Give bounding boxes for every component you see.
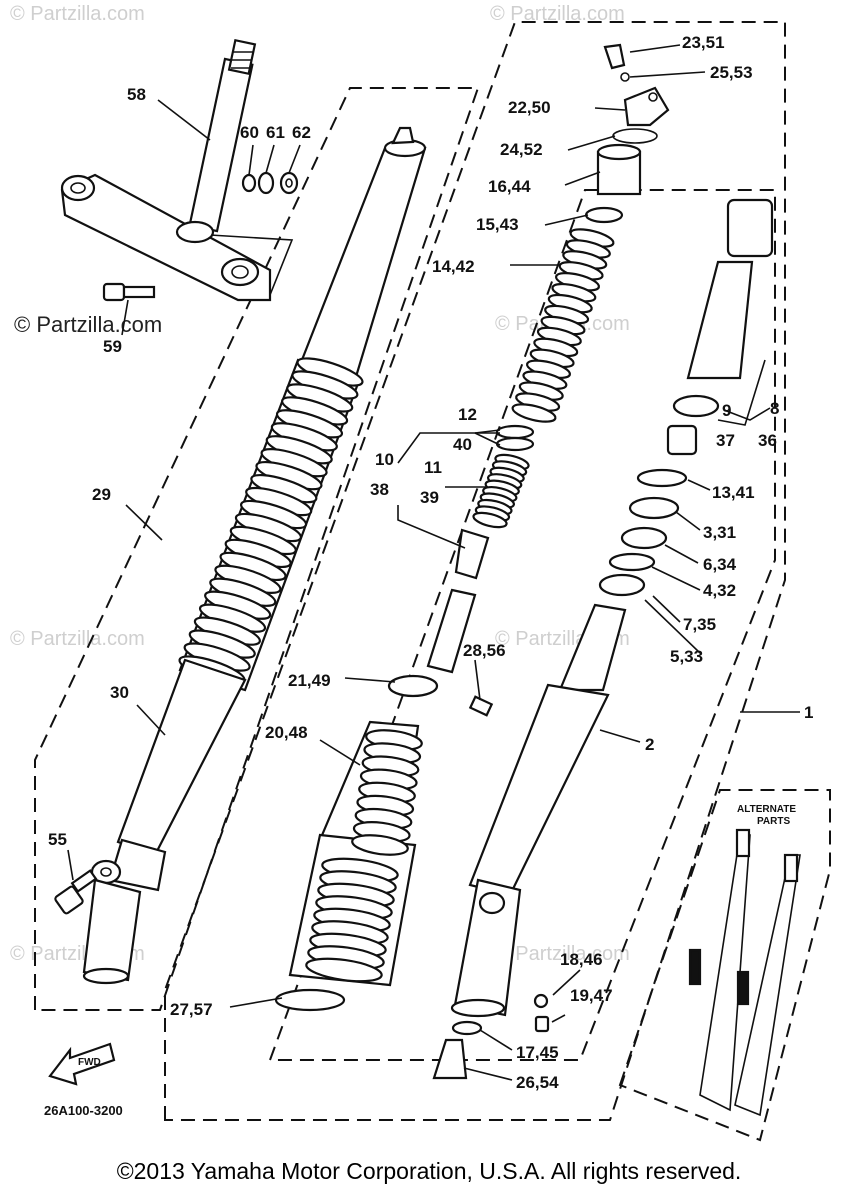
fwd-arrow-icon: FWD <box>48 1042 116 1086</box>
callout-10: 10 <box>375 450 394 469</box>
callout-3-31: 3,31 <box>703 523 736 542</box>
callout-13-41: 13,41 <box>712 483 755 502</box>
diagram-code: 26A100-3200 <box>44 1103 123 1118</box>
callout-20-48: 20,48 <box>265 723 308 742</box>
callout-55: 55 <box>48 830 67 849</box>
outline-alternate-parts <box>618 789 831 1142</box>
callout-8: 8 <box>770 399 779 418</box>
callout-38: 38 <box>370 480 389 499</box>
callout-17-45: 17,45 <box>516 1043 559 1062</box>
callout-16-44: 16,44 <box>488 177 531 196</box>
drain-and-bottom-parts <box>432 993 550 1080</box>
bracket-58 <box>209 234 294 296</box>
callout-14-42: 14,42 <box>432 257 475 276</box>
callout-6-34: 6,34 <box>703 555 737 574</box>
lower-bracket <box>60 173 272 302</box>
callout-4-32: 4,32 <box>703 581 736 600</box>
callout-59: 59 <box>103 337 122 356</box>
seal-and-bushing-stack <box>598 198 774 597</box>
callout-21-49: 21,49 <box>288 671 331 690</box>
callout-28-56: 28,56 <box>463 641 506 660</box>
watermark: © Partzilla.com <box>495 943 630 965</box>
rib <box>305 957 383 983</box>
callout-62: 62 <box>292 123 311 142</box>
fork-spring <box>511 228 615 423</box>
rib <box>472 511 508 529</box>
fwd-label: FWD <box>78 1057 101 1068</box>
watermark: © Partzilla.com <box>10 3 145 25</box>
callout-30: 30 <box>110 683 129 702</box>
outer-tube-assembly <box>82 126 427 985</box>
watermark: © Partzilla.com <box>10 628 145 650</box>
leader-lines <box>67 44 800 1081</box>
alternate-parts-sketch <box>688 828 801 1117</box>
callout-36: 36 <box>758 431 777 450</box>
callout-11: 11 <box>424 458 442 477</box>
outline-group-1 <box>164 21 786 1121</box>
outline-group-29 <box>34 87 480 1011</box>
alternate-parts-line1: ALTERNATE <box>737 804 796 815</box>
callout-58: 58 <box>127 85 146 104</box>
callout-25-53: 25,53 <box>710 63 753 82</box>
watermark-group: © Partzilla.com © Partzilla.com © Partzi… <box>10 3 630 965</box>
copyright-notice: ©2013 Yamaha Motor Corporation, U.S.A. A… <box>116 1158 742 1184</box>
inner-tube-2 <box>450 603 627 1018</box>
callout-22-50: 22,50 <box>508 98 551 117</box>
rib <box>511 403 557 423</box>
callout-18-46: 18,46 <box>560 950 603 969</box>
callout-19-47: 19,47 <box>570 986 613 1005</box>
callout-2: 2 <box>645 735 654 754</box>
damper-rod-assembly <box>387 424 535 717</box>
callout-60: 60 <box>240 123 259 142</box>
washer-nut-set <box>241 171 299 195</box>
alternate-parts-line2: PARTS <box>757 816 790 827</box>
front-fork-exploded-diagram: © Partzilla.com © Partzilla.com © Partzi… <box>10 3 831 1142</box>
callout-61: 61 <box>266 123 285 142</box>
callout-27-57: 27,57 <box>170 1000 213 1019</box>
callout-9: 9 <box>722 401 731 420</box>
callout-15-43: 15,43 <box>476 215 519 234</box>
watermark-prominent: © Partzilla.com <box>14 312 162 337</box>
steering-stem-assembly <box>60 38 272 302</box>
callout-labels: 58 60 61 62 59 29 30 55 23,51 25,53 22,5… <box>48 33 813 1092</box>
callout-26-54: 26,54 <box>516 1073 559 1092</box>
callout-24-52: 24,52 <box>500 140 543 159</box>
callout-39: 39 <box>420 488 439 507</box>
boot-ribs <box>178 357 364 685</box>
callout-7-35: 7,35 <box>683 615 716 634</box>
watermark: © Partzilla.com <box>490 3 625 25</box>
axle-bolt-55 <box>54 869 98 915</box>
pinch-bolt-59 <box>102 282 156 302</box>
callout-5-33: 5,33 <box>670 647 703 666</box>
lower-boot-20-48 <box>274 720 423 1012</box>
fork-cap-assembly <box>584 43 670 224</box>
callout-37: 37 <box>716 431 735 450</box>
callout-1: 1 <box>804 703 813 722</box>
callout-40: 40 <box>453 435 472 454</box>
callout-12: 12 <box>458 405 477 424</box>
callout-29: 29 <box>92 485 111 504</box>
callout-23-51: 23,51 <box>682 33 725 52</box>
rib <box>351 834 409 856</box>
